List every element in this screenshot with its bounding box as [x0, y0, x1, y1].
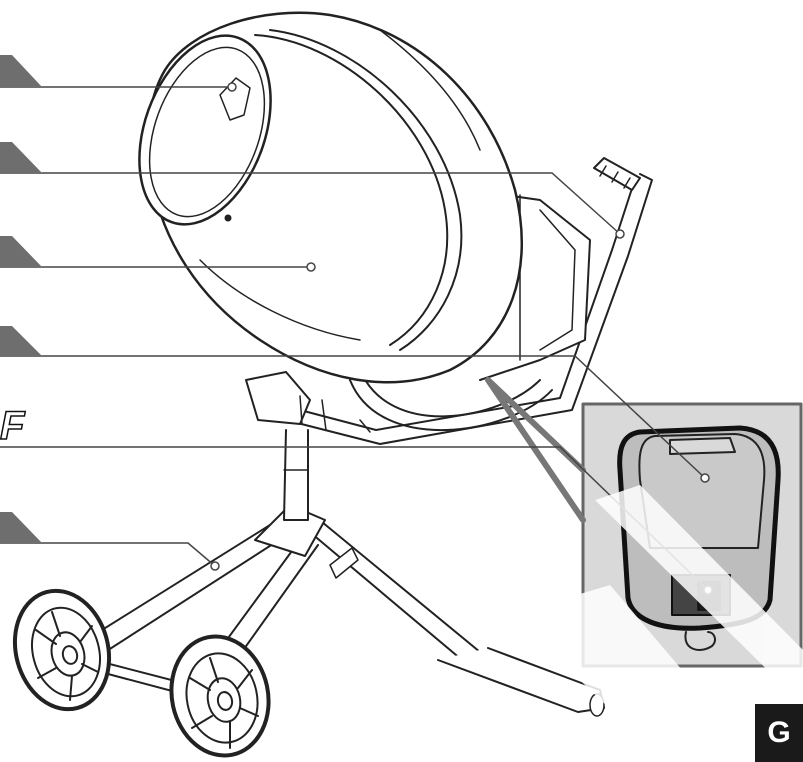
- wheel-left: [12, 588, 112, 712]
- callout-tab-6: [0, 512, 42, 543]
- callout-tab-4: [0, 326, 42, 356]
- callout-line-4: [0, 355, 706, 479]
- callout-dot-6: [210, 561, 220, 571]
- callout-dot-1: [227, 82, 237, 92]
- callout-tab-3: [0, 236, 42, 267]
- callout-dot-3: [306, 262, 316, 272]
- rear-leg: [304, 521, 605, 717]
- mixing-drum-body: [138, 11, 523, 384]
- callout-dot-4: [700, 473, 710, 483]
- post: [283, 429, 309, 521]
- callout-lines: [0, 86, 709, 591]
- inset-pointer: [485, 377, 586, 523]
- callout-dot-2: [615, 229, 625, 239]
- watermark: [455, 330, 803, 762]
- callout-line-2: [0, 172, 621, 235]
- callout-tab-2: [0, 142, 42, 173]
- stamp-text: F: [0, 404, 26, 448]
- callout-line-6: [0, 542, 216, 567]
- callout-tabs: [0, 55, 42, 543]
- callout-tab-1: [0, 55, 42, 87]
- page-badge: G: [755, 704, 803, 762]
- wheel-right: [169, 634, 271, 758]
